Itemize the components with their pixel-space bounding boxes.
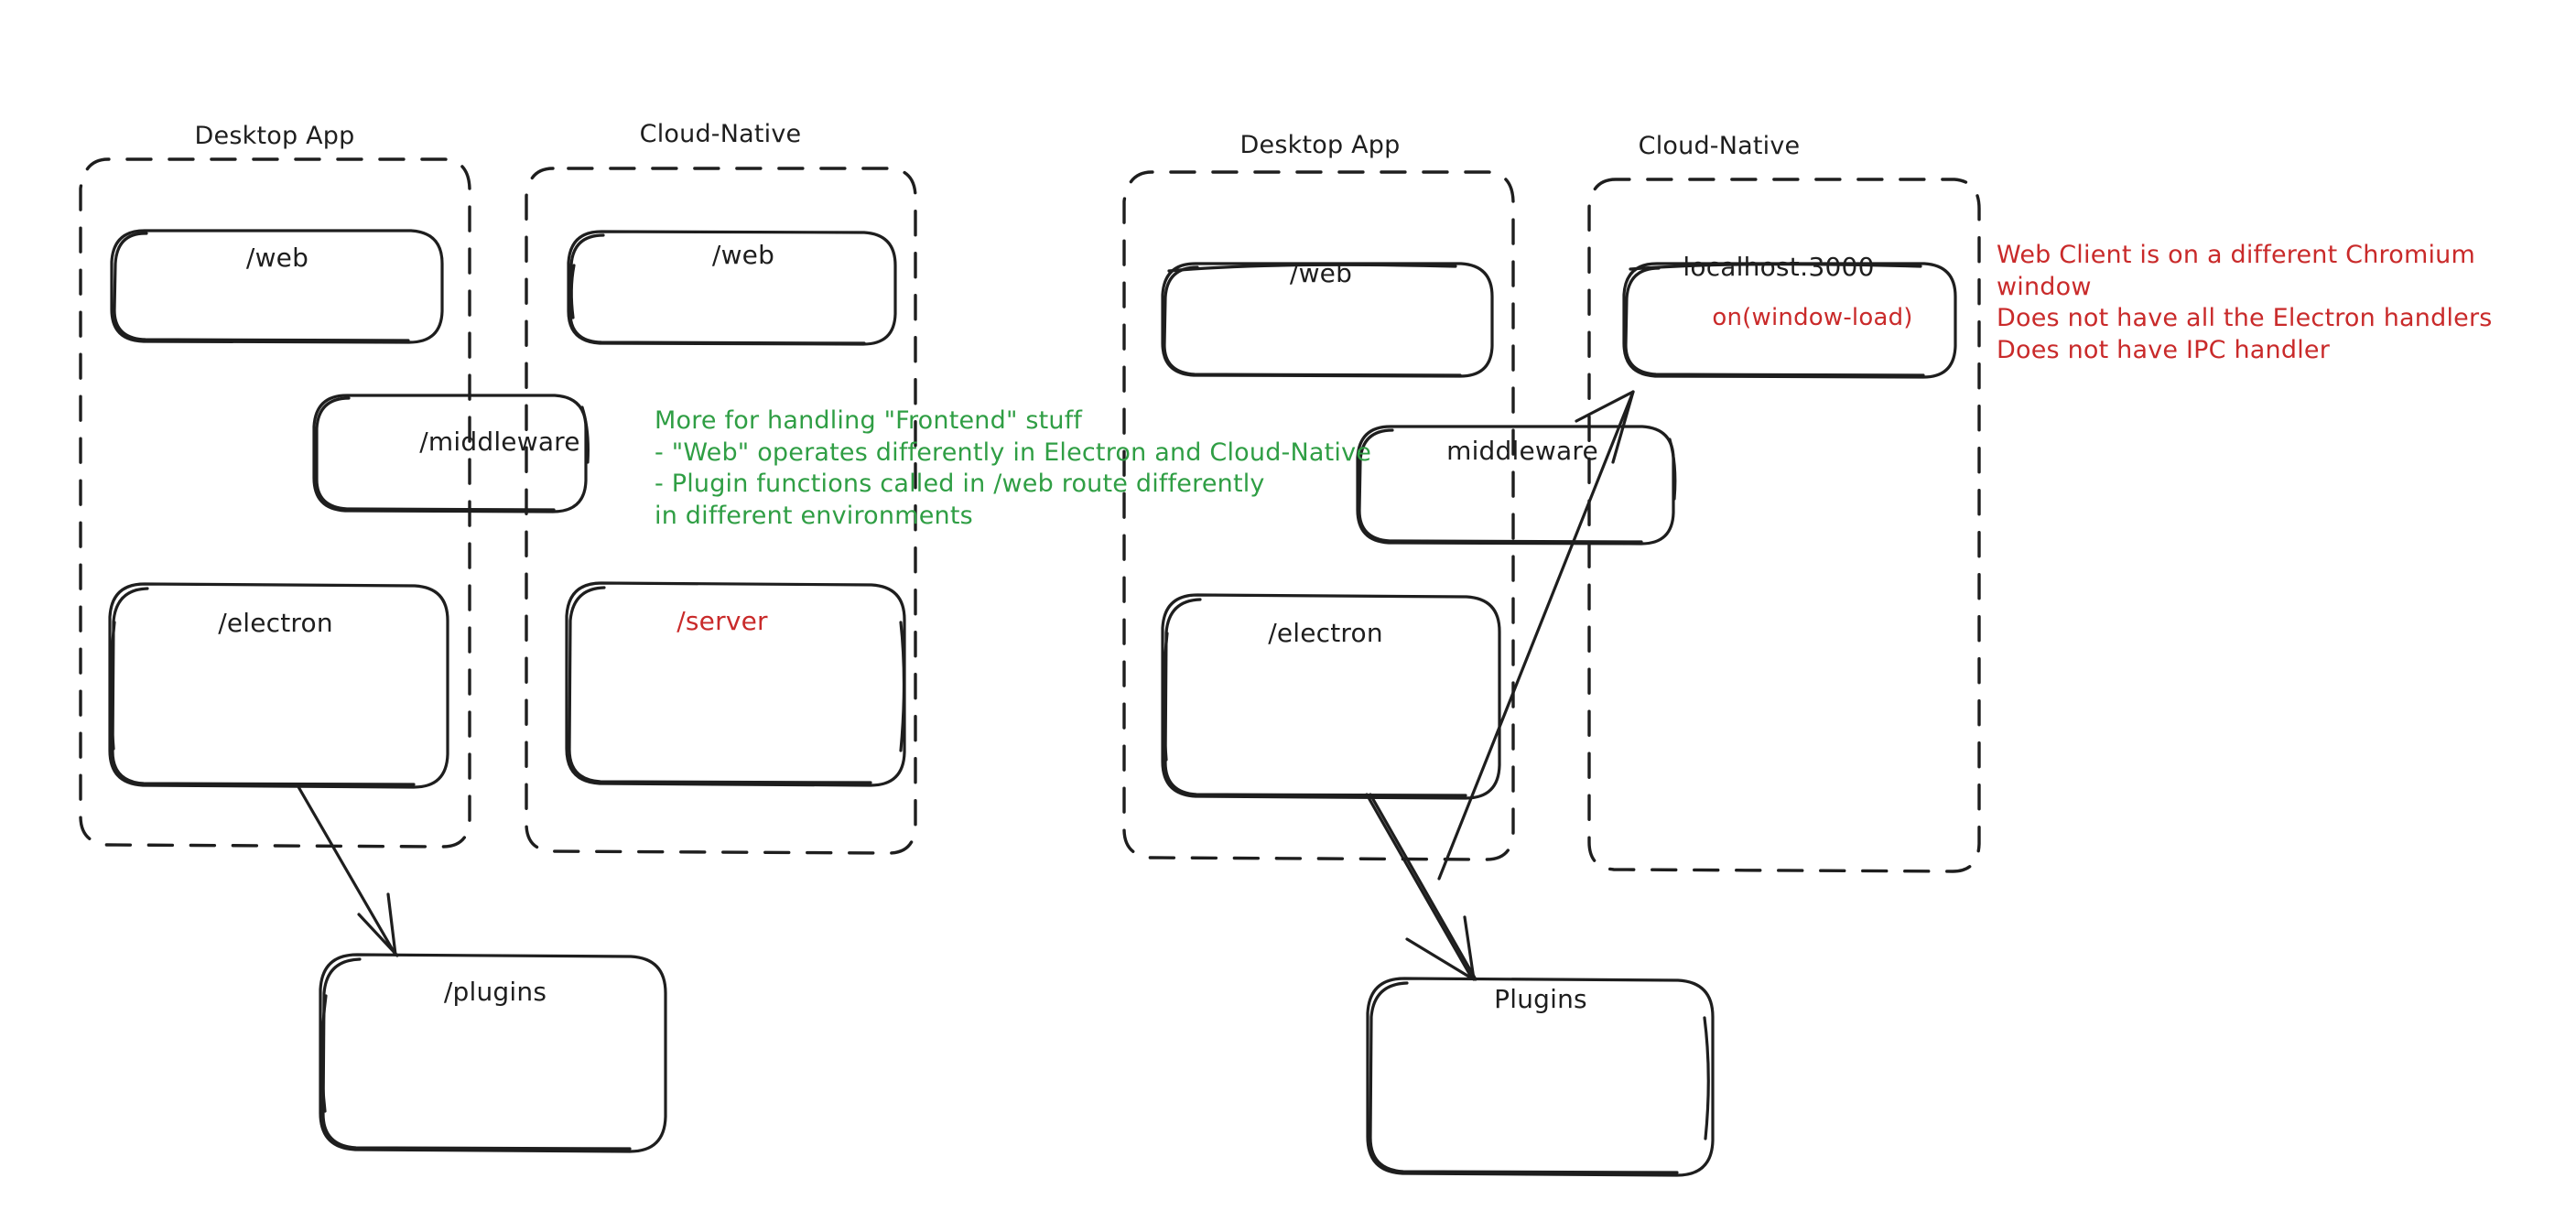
right-box-label-web-desktop: /web bbox=[1289, 258, 1353, 288]
left-box-plugins-outline bbox=[319, 953, 667, 1153]
right-box-web-desktop-outline bbox=[1161, 262, 1494, 378]
left-group-title-desktop-app: Desktop App bbox=[194, 122, 355, 150]
right-group-title-cloud-native: Cloud-Native bbox=[1638, 132, 1801, 160]
left-note-green: More for handling "Frontend" stuff - "We… bbox=[655, 406, 1372, 530]
left-box-label-server: /server bbox=[676, 606, 768, 636]
right-group-desktop-app-outline bbox=[1122, 170, 1515, 861]
left-box-electron-outline bbox=[108, 582, 449, 789]
left-group-cloud-native-outline bbox=[525, 167, 917, 855]
right-arrow-electron-to-plugins bbox=[1365, 793, 1477, 981]
left-box-label-plugins: /plugins bbox=[443, 977, 547, 1007]
right-box-plugins-outline bbox=[1366, 977, 1715, 1177]
right-box-localhost-outline bbox=[1622, 262, 1957, 379]
left-group-desktop-app-outline bbox=[79, 157, 471, 848]
left-box-server-outline bbox=[565, 581, 906, 787]
right-group-title-desktop-app: Desktop App bbox=[1239, 131, 1401, 159]
left-arrow-electron-to-plugins bbox=[296, 784, 399, 957]
left-group-title-cloud-native: Cloud-Native bbox=[639, 120, 802, 148]
left-box-web-cloud-outline bbox=[567, 230, 897, 346]
right-group-cloud-native-outline bbox=[1587, 178, 1981, 873]
left-box-web-desktop-outline bbox=[110, 229, 444, 344]
left-box-label-electron: /electron bbox=[218, 608, 333, 638]
right-box-label-localhost: localhost:3000 bbox=[1683, 252, 1875, 282]
right-box-electron-outline bbox=[1161, 593, 1501, 800]
right-box-label-plugins: Plugins bbox=[1494, 984, 1587, 1014]
right-box-sublabel-on-window-load: on(window-load) bbox=[1712, 304, 1913, 331]
left-box-label-web-cloud: /web bbox=[711, 240, 775, 270]
left-box-label-web-desktop: /web bbox=[245, 243, 309, 273]
right-note-red: Web Client is on a different Chromium wi… bbox=[1997, 241, 2493, 364]
right-box-label-middleware: middleware bbox=[1446, 436, 1598, 466]
left-box-middleware-outline bbox=[312, 394, 590, 513]
right-box-label-electron: /electron bbox=[1268, 618, 1383, 648]
left-box-label-middleware: /middleware bbox=[419, 427, 580, 457]
right-arrow-electron-to-localhost bbox=[1437, 390, 1635, 881]
right-box-middleware-outline bbox=[1356, 425, 1677, 546]
